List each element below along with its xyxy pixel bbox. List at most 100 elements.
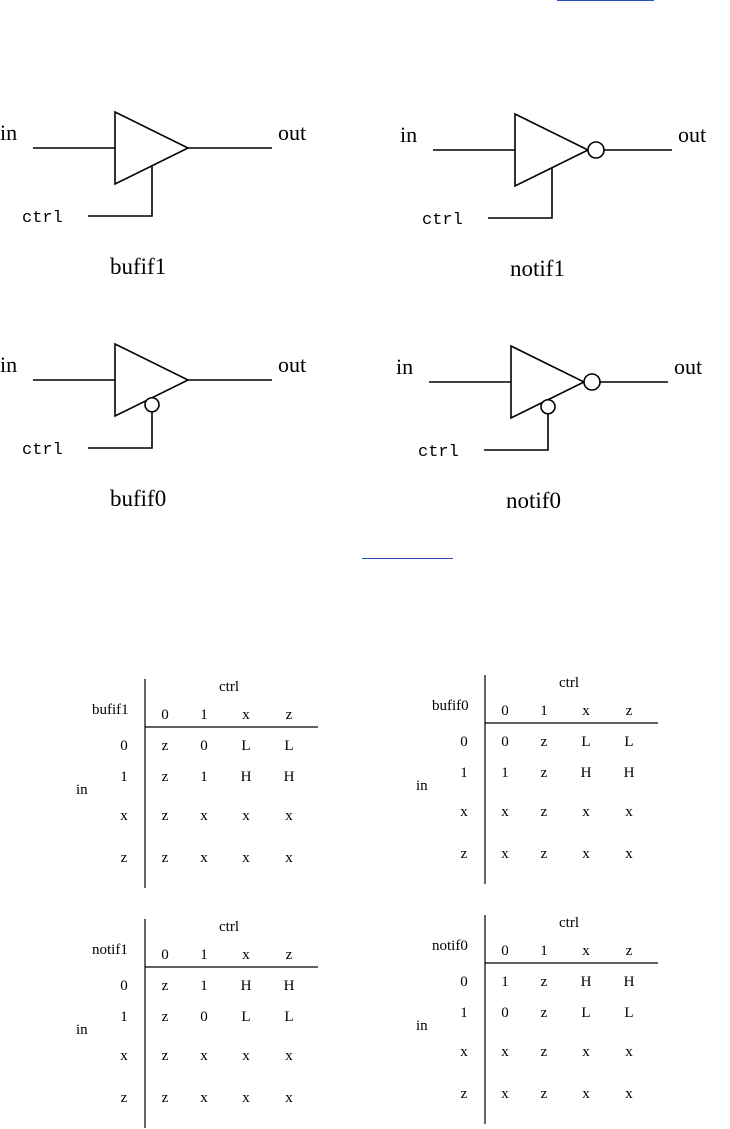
table-cell: x <box>242 1048 250 1064</box>
table-cell: H <box>624 765 635 781</box>
row-value: z <box>121 1090 128 1106</box>
table-cell: x <box>582 804 590 820</box>
table-cell: x <box>625 804 633 820</box>
table-cell: H <box>581 765 592 781</box>
table-name: bufif0 <box>432 698 469 714</box>
row-header: in <box>76 1022 88 1038</box>
table-cell: z <box>541 734 548 750</box>
table-cell: H <box>241 769 252 785</box>
table-cell: z <box>162 978 169 994</box>
table-cell: H <box>241 978 252 994</box>
column-value: 1 <box>200 947 208 963</box>
table-cell: H <box>581 974 592 990</box>
table-name: bufif1 <box>92 702 129 718</box>
table-cell: z <box>541 1005 548 1021</box>
gate-name: notif1 <box>510 256 565 281</box>
table-cell: x <box>242 808 250 824</box>
column-value: z <box>626 943 633 959</box>
table-cell: L <box>284 738 293 754</box>
column-value: x <box>582 703 590 719</box>
table-cell: 1 <box>501 974 509 990</box>
input-label: in <box>0 120 17 145</box>
column-value: x <box>242 707 250 723</box>
table-cell: z <box>162 808 169 824</box>
ctrl-label: ctrl <box>22 209 63 228</box>
active-low-bubble <box>540 398 556 415</box>
table-cell: x <box>582 1086 590 1102</box>
table-cell: z <box>162 738 169 754</box>
table-cell: 0 <box>200 1009 208 1025</box>
input-label: in <box>0 352 17 377</box>
column-value: 1 <box>200 707 208 723</box>
row-value: x <box>460 1044 468 1060</box>
row-value: z <box>121 850 128 866</box>
row-value: 0 <box>120 738 128 754</box>
column-value: z <box>286 707 293 723</box>
gate-name: bufif1 <box>110 254 166 279</box>
row-value: 1 <box>120 769 128 785</box>
table-cell: x <box>200 1048 208 1064</box>
table-cell: L <box>284 1009 293 1025</box>
input-label: in <box>400 122 417 147</box>
table-cell: z <box>162 1048 169 1064</box>
row-value: 1 <box>460 765 468 781</box>
table-cell: x <box>625 1044 633 1060</box>
table-cell: x <box>200 850 208 866</box>
column-value: 1 <box>540 943 548 959</box>
row-header: in <box>416 778 428 794</box>
table-cell: z <box>541 1086 548 1102</box>
figure-link-underline[interactable] <box>362 558 453 559</box>
table-cell: L <box>624 1005 633 1021</box>
row-value: 1 <box>120 1009 128 1025</box>
row-header: in <box>76 782 88 798</box>
table-cell: x <box>501 846 509 862</box>
table-name: notif1 <box>92 942 128 958</box>
inverter-bubble <box>587 141 605 159</box>
column-header: ctrl <box>559 675 579 691</box>
column-value: 0 <box>501 943 509 959</box>
table-cell: x <box>285 808 293 824</box>
table-cell: x <box>625 846 633 862</box>
table-cell: x <box>285 850 293 866</box>
table-cell: x <box>200 1090 208 1106</box>
table-cell: z <box>162 1009 169 1025</box>
table-cell: z <box>541 1044 548 1060</box>
row-value: 1 <box>460 1005 468 1021</box>
column-value: z <box>626 703 633 719</box>
table-cell: L <box>581 1005 590 1021</box>
ctrl-label: ctrl <box>418 443 459 462</box>
table-cell: L <box>241 1009 250 1025</box>
control-wire <box>88 165 153 217</box>
column-header: ctrl <box>219 679 239 695</box>
column-value: z <box>286 947 293 963</box>
table-name: notif0 <box>432 938 468 954</box>
row-header: in <box>416 1018 428 1034</box>
table-cell: z <box>162 1090 169 1106</box>
top-link-underline[interactable] <box>557 0 654 1</box>
table-cell: x <box>582 1044 590 1060</box>
table-cell: 1 <box>200 978 208 994</box>
input-label: in <box>396 354 413 379</box>
column-value: 0 <box>161 947 169 963</box>
table-cell: 1 <box>501 765 509 781</box>
table-cell: 0 <box>200 738 208 754</box>
row-value: 0 <box>460 974 468 990</box>
ctrl-label: ctrl <box>422 211 463 230</box>
table-cell: x <box>501 804 509 820</box>
row-value: x <box>120 808 128 824</box>
column-value: x <box>582 943 590 959</box>
table-cell: H <box>284 978 295 994</box>
control-wire <box>484 413 549 451</box>
inverter-bubble <box>583 373 601 391</box>
table-cell: z <box>541 765 548 781</box>
ctrl-label: ctrl <box>22 441 63 460</box>
table-cell: z <box>541 846 548 862</box>
row-value: x <box>120 1048 128 1064</box>
